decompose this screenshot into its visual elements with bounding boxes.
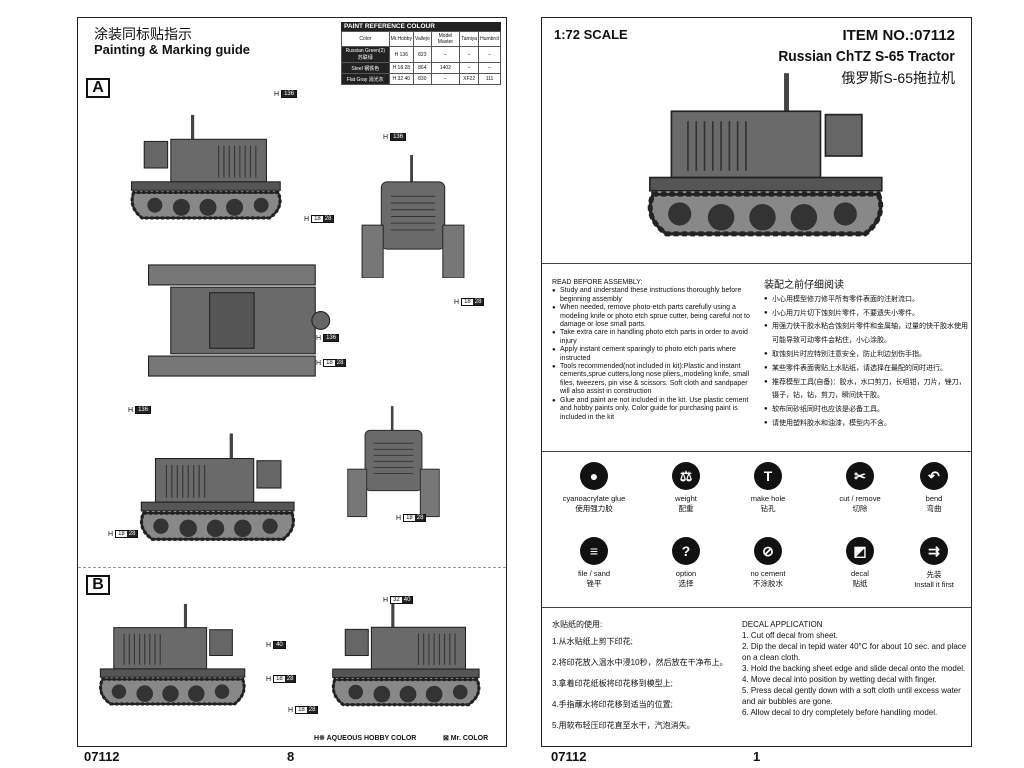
no-cement-icon: ⊘ xyxy=(754,537,782,565)
divider-1 xyxy=(542,263,971,264)
table-row: Russian Green(2) 苏联绿 H 136 823 – – – xyxy=(341,46,501,63)
divider-3 xyxy=(542,607,971,608)
decal-icon: ◩ xyxy=(846,537,874,565)
right-page: 1:72 SCALE ITEM NO.:07112 Russian ChTZ S… xyxy=(541,17,972,747)
col-tamiya: Tamiya xyxy=(459,31,480,47)
footer-item-left: 07112 xyxy=(84,749,120,764)
tractor-b-side-left xyxy=(98,602,247,706)
table-row: Steel 钢铁色 H 18 28 864 1402 – – xyxy=(341,62,501,74)
page-title: Painting & Marking guide xyxy=(94,42,251,57)
weight-icon: ⚖ xyxy=(672,462,700,490)
tractor-b-side-right xyxy=(331,601,481,707)
decal-instructions-en: DECAL APPLICATION 1. Cut off decal from … xyxy=(742,620,967,717)
tractor-front-view xyxy=(361,154,465,278)
list-item: 用强力快干胶水粘合蚀刻片零件和金属轴，过量的快干胶水使用可能导致可动零件会粘住，… xyxy=(764,320,970,348)
decal-instructions-cn: 水贴纸的使用: 1.从水贴纸上剪下印花; 2.将印花放入温水中浸10秒，然后放在… xyxy=(552,620,728,730)
footer-page-left: 8 xyxy=(287,749,295,764)
list-item: 小心用模型修刀修平所有零件表面的注射流口。 xyxy=(764,293,970,307)
read-before-assembly-cn: 装配之前仔细阅读 小心用模型修刀修平所有零件表面的注射流口。 小心用刀片切下蚀刻… xyxy=(764,279,970,431)
drill-icon: T xyxy=(754,462,782,490)
cut-icon: ✂ xyxy=(846,462,874,490)
list-item: When needed, remove photo-etch parts car… xyxy=(552,304,757,329)
question-icon: ? xyxy=(672,537,700,565)
tractor-side-view xyxy=(129,113,282,220)
scale-label: 1:72 SCALE xyxy=(554,27,628,42)
bend-icon: ↶ xyxy=(920,462,948,490)
list-item: 软布同砂纸同时也应该是必备工具。 xyxy=(764,403,970,417)
list-item: Take extra care in handling photo etch p… xyxy=(552,329,757,346)
tractor-rear-view xyxy=(347,405,440,518)
list-item: 推荐模型工具(自备)：胶水，水口剪刀，长咀钳，刀片，锉刀，镊子，钻，钻，剪刀，瞬… xyxy=(764,376,970,404)
item-number: ITEM NO.:07112 xyxy=(842,27,955,44)
list-item: Glue and paint are not included in the k… xyxy=(552,397,757,422)
tractor-top-view xyxy=(147,264,331,377)
col-vallejo: Vallejo xyxy=(413,31,432,47)
col-color: Color xyxy=(341,31,390,47)
footer-item-right: 07112 xyxy=(551,749,587,764)
divider-2 xyxy=(542,451,971,452)
section-a-label: A xyxy=(86,78,110,98)
page-title-cn: 涂装同标贴指示 xyxy=(94,26,192,42)
list-item: 取蚀刻片时应特别注意安全，防止利边划伤手指。 xyxy=(764,348,970,362)
list-item: Apply instant cement sparingly to photo … xyxy=(552,346,757,363)
list-item: 某些零件表面需贴上水贴纸，请选择在最配的同时进行。 xyxy=(764,362,970,376)
product-name-cn: 俄罗斯S-65拖拉机 xyxy=(841,70,955,86)
list-item: 请使用塑料胶水和油漆，模型内不含。 xyxy=(764,417,970,431)
product-name: Russian ChTZ S-65 Tractor xyxy=(778,48,955,65)
file-icon: ≡ xyxy=(580,537,608,565)
legend-aqueous: H※ AQUEOUS HOBBY COLOR xyxy=(314,735,417,742)
read-title-cn: 装配之前仔细阅读 xyxy=(764,280,844,291)
list-item: 小心用刀片切下蚀刻片零件，不要遗失小零件。 xyxy=(764,307,970,321)
left-page: 涂装同标贴指示 Painting & Marking guide PAINT R… xyxy=(77,17,507,747)
footer-page-right: 1 xyxy=(753,749,761,764)
section-b-label: B xyxy=(86,575,110,595)
read-before-assembly: READ BEFORE ASSEMBLY: Study and understa… xyxy=(552,279,757,422)
list-item: Study and understand these instructions … xyxy=(552,287,757,304)
read-title: READ BEFORE ASSEMBLY: xyxy=(552,279,643,286)
table-row: Flat Gray 消光灰 H 32 40 830 – XF22 111 xyxy=(341,73,501,85)
tractor-rear-side-view xyxy=(139,431,296,542)
list-item: Tools recommended(not included in kit):P… xyxy=(552,363,757,397)
glue-icon: ● xyxy=(580,462,608,490)
paint-reference-table: PAINT REFERENCE COLOUR Color Mr.Hobby Va… xyxy=(341,22,501,85)
col-model-master: Model Master xyxy=(430,31,461,47)
section-divider xyxy=(78,567,506,568)
tractor-box-art xyxy=(630,56,895,256)
install-first-icon: ⇉ xyxy=(920,537,948,565)
paint-table-header: PAINT REFERENCE COLOUR xyxy=(341,22,501,31)
legend-mr-color: ⊠ Mr. COLOR xyxy=(443,735,489,742)
col-humbrol: Humbrol xyxy=(478,31,501,47)
col-mrhobby: Mr.Hobby xyxy=(388,31,415,47)
